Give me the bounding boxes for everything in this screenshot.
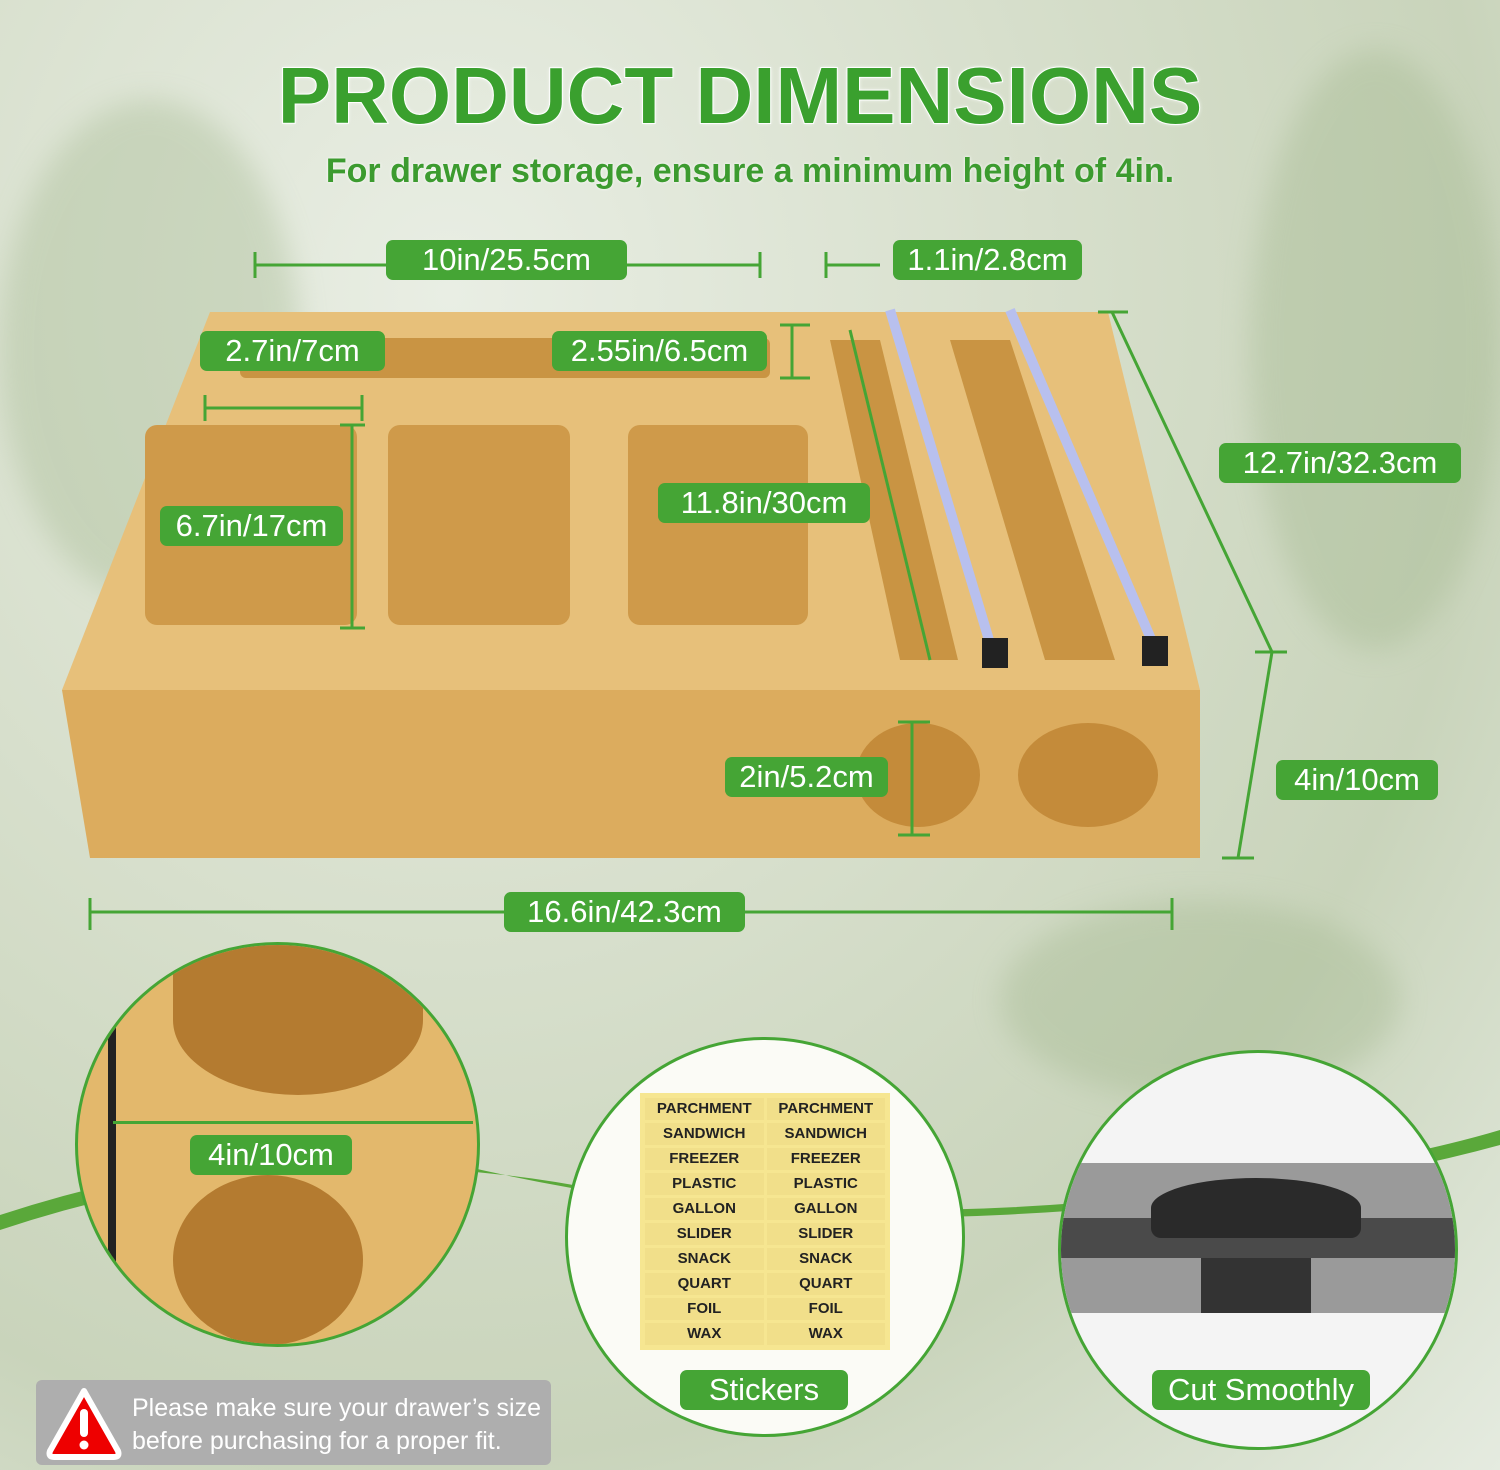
dimension-depth: 12.7in/32.3cm (1219, 443, 1461, 483)
side-edge (108, 945, 116, 1344)
sticker: FREEZER (766, 1148, 885, 1170)
dimension-compartment-length: 6.7in/17cm (160, 506, 343, 546)
cutter-slider (1142, 636, 1168, 666)
sticker: SANDWICH (645, 1123, 764, 1145)
sticker: FOIL (645, 1298, 764, 1320)
dimension-height: 4in/10cm (1276, 760, 1438, 800)
dimension-line (113, 1121, 473, 1124)
dimension-side-height: 4in/10cm (190, 1135, 352, 1175)
warning-line-1: Please make sure your drawer’s size (132, 1394, 541, 1422)
side-hole (173, 1175, 363, 1344)
sticker: SLIDER (766, 1223, 885, 1245)
roll-slot (830, 340, 958, 660)
sticker: FREEZER (645, 1148, 764, 1170)
dimension-slot-width: 1.1in/2.8cm (893, 240, 1082, 280)
stickers-label: Stickers (680, 1370, 848, 1410)
dimension-back-slot-depth: 2.55in/6.5cm (552, 331, 767, 371)
side-hole (173, 945, 423, 1095)
sticker: WAX (766, 1323, 885, 1345)
dimension-total-width: 16.6in/42.3cm (504, 892, 745, 932)
cutter-label: Cut Smoothly (1152, 1370, 1370, 1410)
sticker: GALLON (766, 1198, 885, 1220)
sticker: GALLON (645, 1198, 764, 1220)
sticker: QUART (766, 1273, 885, 1295)
roll-slot (950, 340, 1115, 660)
sticker: WAX (645, 1323, 764, 1345)
warning-triangle-icon (46, 1388, 122, 1460)
page-title: PRODUCT DIMENSIONS (277, 50, 1204, 141)
sticker: PLASTIC (645, 1173, 764, 1195)
sticker: SANDWICH (766, 1123, 885, 1145)
sticker: QUART (645, 1273, 764, 1295)
dimension-compartment-width: 2.7in/7cm (200, 331, 385, 371)
sticker: SNACK (645, 1248, 764, 1270)
dimension-lines (88, 252, 1287, 930)
compartment (628, 425, 808, 625)
warning-box: Please make sure your drawer’s size befo… (36, 1380, 551, 1465)
cutter-base (1201, 1258, 1311, 1313)
sticker: PARCHMENT (645, 1098, 764, 1120)
cutter-rail (1005, 308, 1165, 662)
dimension-roll-slot-length: 11.8in/30cm (658, 483, 870, 523)
cutter-blade (1151, 1178, 1361, 1238)
cutter-slider (982, 638, 1008, 668)
dimension-hole-diameter: 2in/5.2cm (725, 757, 888, 797)
subtitle: For drawer storage, ensure a minimum hei… (325, 152, 1175, 190)
compartment (388, 425, 570, 625)
warning-line-2: before purchasing for a proper fit. (132, 1427, 502, 1455)
sticker: PARCHMENT (766, 1098, 885, 1120)
sticker: SNACK (766, 1248, 885, 1270)
dimension-top-width: 10in/25.5cm (386, 240, 627, 280)
cutter-rail (885, 308, 1000, 662)
bg-leaf (1250, 50, 1500, 650)
sticker: PLASTIC (766, 1173, 885, 1195)
sticker: FOIL (766, 1298, 885, 1320)
sticker: SLIDER (645, 1223, 764, 1245)
roll-hole (856, 723, 980, 827)
roll-hole (1018, 723, 1158, 827)
